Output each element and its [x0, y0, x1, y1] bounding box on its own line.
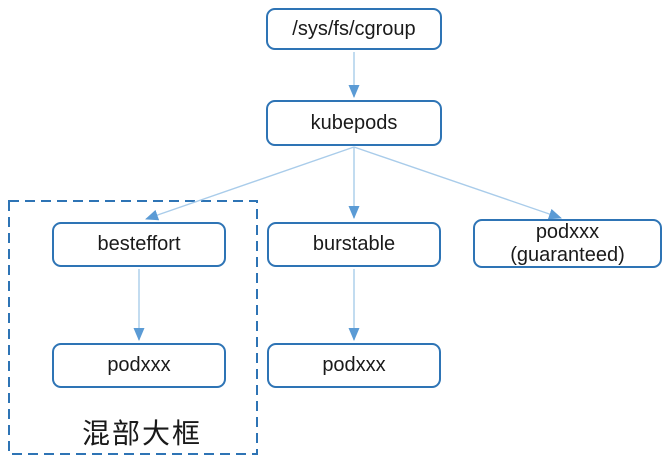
- node-kubepods: kubepods: [266, 100, 442, 146]
- node-sys-fs-cgroup: /sys/fs/cgroup: [266, 8, 442, 50]
- node-kubepods-label: kubepods: [310, 111, 398, 134]
- node-podxxx-burstable-label: podxxx: [322, 354, 386, 376]
- node-podxxx-guaranteed-label: podxxx (guaranteed): [510, 220, 625, 266]
- mixed-deploy-group-annotation: 混部大框: [81, 418, 202, 449]
- node-podxxx-besteffort: podxxx: [52, 343, 226, 388]
- node-burstable: burstable: [267, 222, 441, 267]
- node-besteffort: besteffort: [52, 222, 226, 267]
- node-burstable-label: burstable: [312, 233, 396, 255]
- node-besteffort-label: besteffort: [97, 233, 181, 255]
- edge-kubepods-guaranteed: [353, 146, 562, 220]
- node-sys-fs-cgroup-label: /sys/fs/cgroup: [292, 17, 416, 40]
- edge-kubepods-besteffort: [145, 146, 355, 221]
- node-podxxx-guaranteed: podxxx (guaranteed): [473, 219, 662, 268]
- node-podxxx-burstable: podxxx: [267, 343, 441, 388]
- node-podxxx-besteffort-label: podxxx: [107, 354, 171, 376]
- mixed-deploy-group-frame: [8, 200, 258, 455]
